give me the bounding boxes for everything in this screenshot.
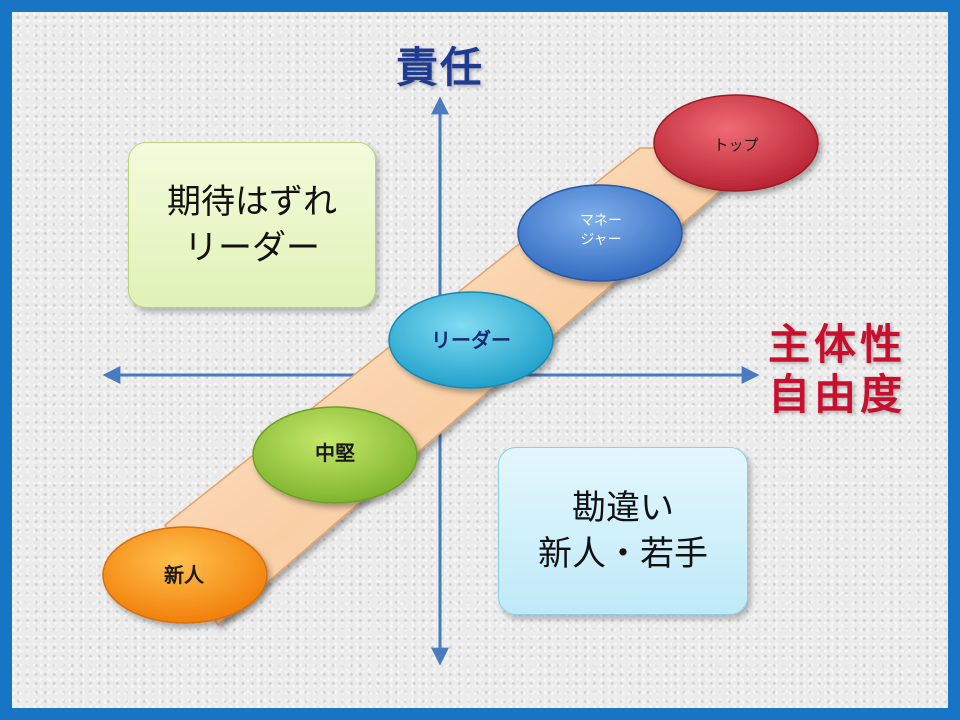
stage-label-chuken: 中堅: [315, 441, 355, 465]
quadrant-box-top-left-text: 期待はずれ リーダー: [167, 182, 337, 268]
y-axis-title: 責任: [396, 43, 485, 92]
stage-leader-ellipse: [388, 291, 554, 389]
stage-label-leader: リーダー: [431, 328, 511, 352]
quadrant-box-top-left: 期待はずれ リーダー: [128, 142, 376, 308]
stage-manager-ellipse: [517, 184, 683, 282]
stage-top-ellipse: [653, 94, 819, 192]
quadrant-box-bottom-right: 勘違い 新人・若手: [498, 447, 748, 615]
quadrant-box-bottom-right-text: 勘違い 新人・若手: [538, 488, 708, 574]
stage-label-top: トップ: [713, 136, 759, 154]
stage-chuken-ellipse: [252, 406, 418, 504]
stage-label-shinjin: 新人: [164, 563, 204, 587]
stage-label-manager: マネー ジャー: [580, 213, 622, 248]
x-axis-title: 主体性 自由度: [768, 320, 907, 419]
stage-shinjin-ellipse: [102, 526, 268, 624]
